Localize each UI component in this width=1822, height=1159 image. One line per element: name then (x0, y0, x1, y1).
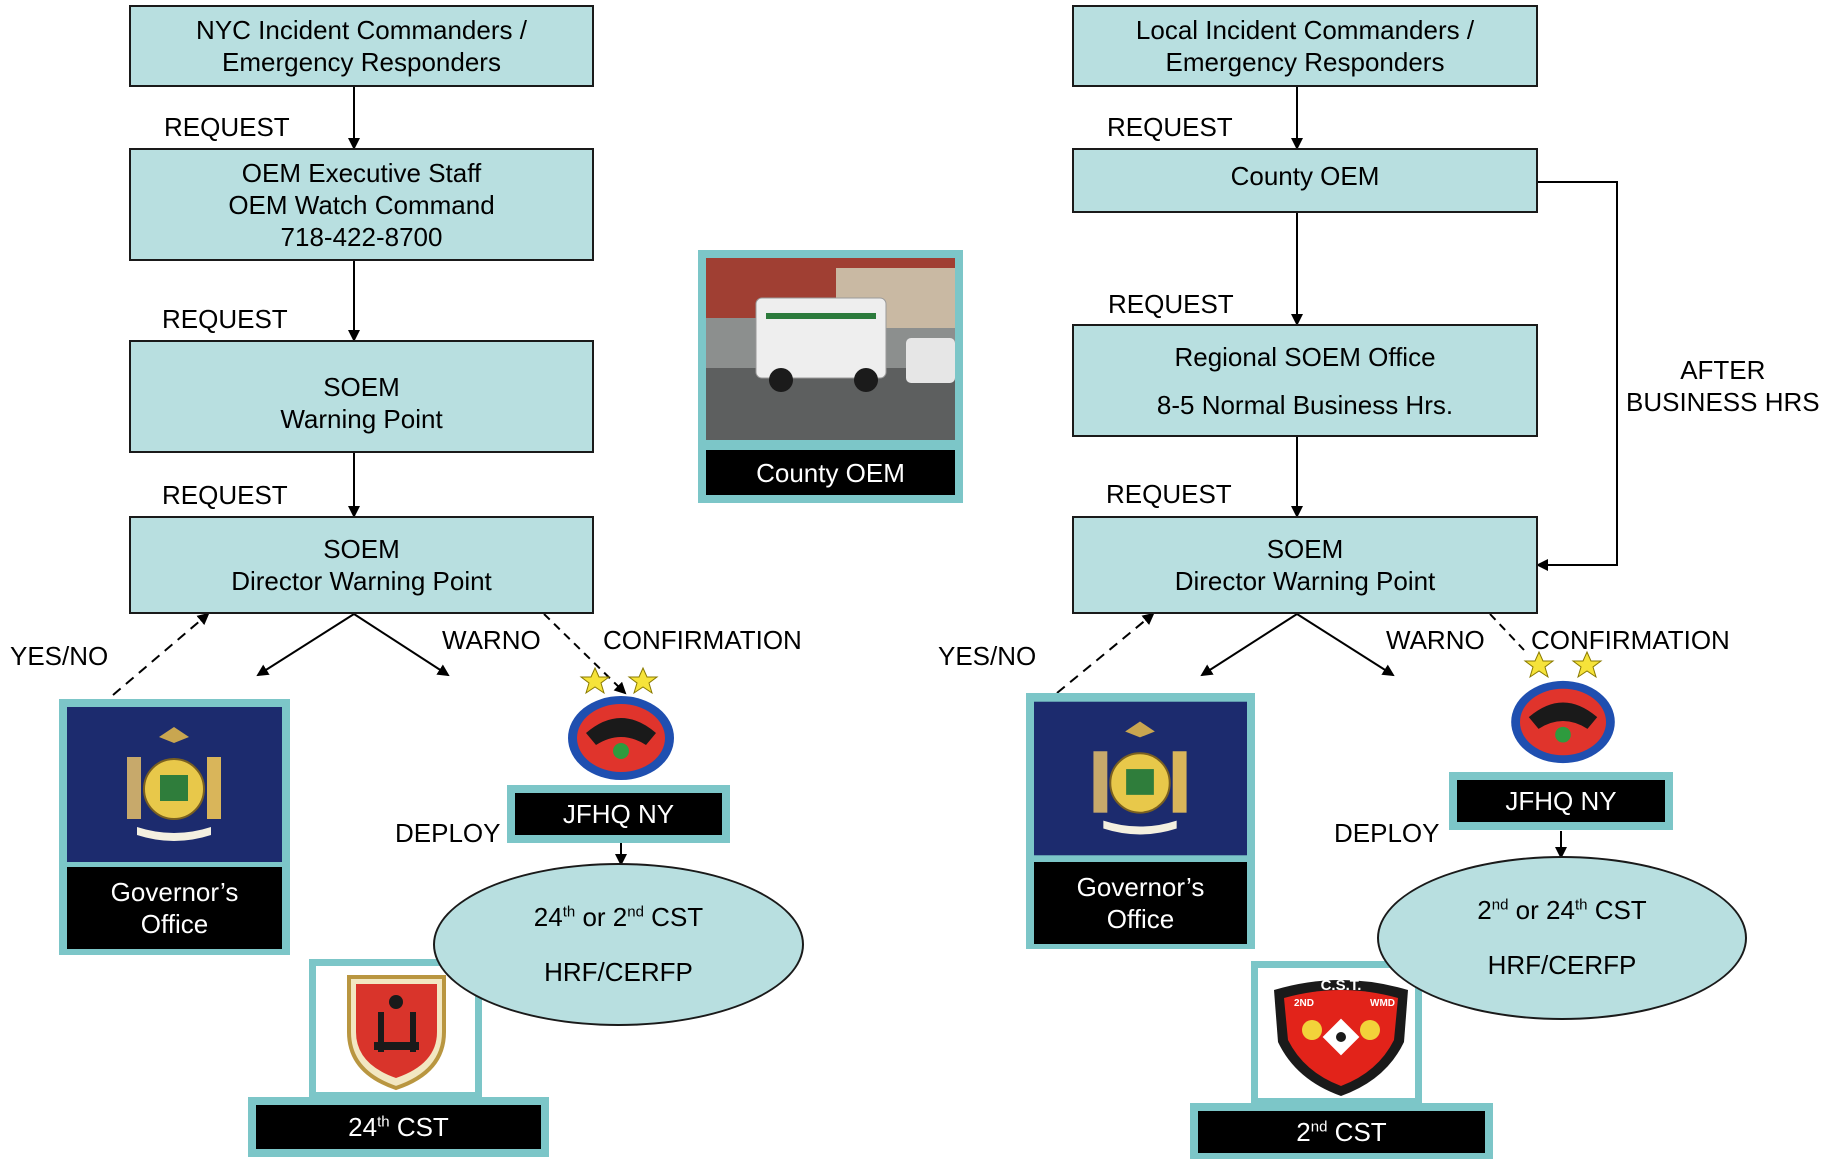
right-director-line-1: SOEM (1266, 534, 1344, 564)
local-commanders-box: Local Incident Commanders / Emergency Re… (1072, 5, 1538, 87)
left-request-label-2: REQUEST (162, 304, 288, 334)
right-governor-line-2: Office (1106, 904, 1175, 934)
after-hours-line-2: BUSINESS HRS (1626, 387, 1820, 417)
right-shield-left-text: 2ND (1294, 998, 1314, 1009)
regional-soem-line-1: Regional SOEM Office (1174, 341, 1436, 372)
right-shield-top-text: C.S.T. (1321, 977, 1362, 994)
soem-warning-point-box: SOEM Warning Point (129, 340, 594, 453)
right-shield-right-text: WMD (1370, 998, 1395, 1009)
soem-line-2: Warning Point (280, 403, 443, 434)
dashed-right-confirmation (1489, 613, 1525, 651)
right-oval-line-2: HRF/CERFP (1487, 950, 1637, 980)
county-oem-vehicle-photo (706, 258, 955, 440)
left-jfhq-emblem-icon (568, 696, 674, 780)
left-governor-line-1: Governor’s (110, 877, 239, 907)
right-governor-flag-image (1034, 701, 1247, 856)
right-request-label-2: REQUEST (1108, 289, 1234, 319)
local-commanders-line-2: Emergency Responders (1165, 47, 1445, 77)
dashed-left-confirmation (543, 613, 627, 695)
arrow-right-to-governor (1200, 613, 1298, 677)
right-2nd-cst-patch-icon: C.S.T. 2ND WMD (1274, 977, 1408, 1096)
regional-soem-box: Regional SOEM Office 8-5 Normal Business… (1072, 324, 1538, 437)
left-24th-cst-label: 24th CST (256, 1105, 541, 1149)
left-jfhq-label: JFHQ NY (515, 793, 722, 835)
left-director-line-2: Director Warning Point (231, 566, 492, 596)
right-yesno-label: YES/NO (938, 641, 1037, 671)
oem-executive-box: OEM Executive Staff OEM Watch Command 71… (129, 148, 594, 261)
arrow-left-to-governor (256, 613, 355, 677)
dashed-right-yesno (1056, 612, 1155, 694)
left-governor-label: Governor’s Office (67, 867, 282, 949)
left-request-label-3: REQUEST (162, 480, 288, 510)
oem-line-2: OEM Watch Command (228, 189, 495, 220)
nyc-commanders-box: NYC Incident Commanders / Emergency Resp… (129, 5, 594, 87)
arrow-right-warno (1296, 613, 1395, 677)
arrow-left-warno (353, 613, 450, 677)
right-jfhq-emblem-icon (1511, 680, 1615, 764)
arrow-right-after-hours (1536, 181, 1618, 571)
left-confirmation-label: CONFIRMATION (603, 625, 802, 655)
left-warno-label: WARNO (442, 625, 541, 655)
right-governor-line-1: Governor’s (1076, 872, 1205, 902)
right-jfhq-label: JFHQ NY (1457, 780, 1665, 822)
left-24th-cst-patch-icon (347, 975, 446, 1091)
right-deploy-label: DEPLOY (1334, 818, 1440, 848)
local-commanders-line-1: Local Incident Commanders / (1135, 15, 1475, 45)
right-warno-label: WARNO (1386, 625, 1485, 655)
left-deploy-label: DEPLOY (395, 818, 501, 848)
right-request-label-1: REQUEST (1107, 112, 1233, 142)
county-oem-box-text: County OEM (1230, 161, 1380, 191)
left-jfhq-stars-icon (579, 666, 659, 695)
right-oval-line-1: 2nd or 24th CST (1477, 895, 1647, 925)
right-director-line-2: Director Warning Point (1174, 566, 1436, 596)
regional-soem-line-2: 8-5 Normal Business Hrs. (1156, 389, 1454, 420)
after-hours-label: AFTER BUSINESS HRS (1626, 354, 1820, 418)
oem-line-1: OEM Executive Staff (241, 157, 482, 188)
nyc-commanders-line-2: Emergency Responders (222, 47, 501, 77)
left-director-line-1: SOEM (323, 534, 400, 564)
left-governor-flag-image (67, 707, 282, 862)
oem-line-3: 718-422-8700 (280, 221, 443, 252)
left-director-box: SOEM Director Warning Point (129, 516, 594, 614)
left-cst-oval: 24th or 2nd CST HRF/CERFP (433, 863, 804, 1026)
right-2nd-cst-label: 2nd CST (1198, 1111, 1485, 1153)
after-hours-line-1: AFTER (1680, 355, 1766, 385)
left-governor-line-2: Office (140, 909, 209, 939)
right-jfhq-stars-icon (1523, 650, 1603, 679)
right-request-label-3: REQUEST (1106, 479, 1232, 509)
left-yesno-label: YES/NO (10, 641, 109, 671)
soem-line-1: SOEM (323, 371, 400, 402)
right-governor-label: Governor’s Office (1034, 862, 1247, 944)
left-oval-line-1: 24th or 2nd CST (533, 901, 704, 932)
left-request-label-1: REQUEST (164, 112, 290, 142)
nyc-commanders-line-1: NYC Incident Commanders / (196, 15, 527, 45)
county-oem-photo-label: County OEM (706, 450, 955, 495)
right-director-box: SOEM Director Warning Point (1072, 516, 1538, 614)
left-oval-line-2: HRF/CERFP (544, 956, 693, 987)
dashed-left-yesno (112, 612, 210, 696)
right-confirmation-label: CONFIRMATION (1531, 625, 1730, 655)
county-oem-box: County OEM (1072, 148, 1538, 213)
right-cst-oval: 2nd or 24th CST HRF/CERFP (1377, 856, 1747, 1020)
